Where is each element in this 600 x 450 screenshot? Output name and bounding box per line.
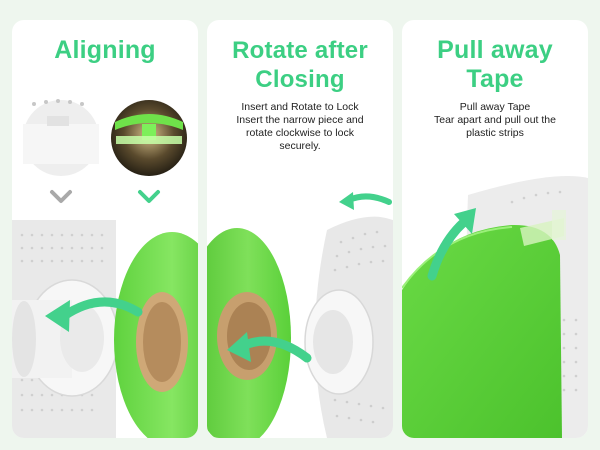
panel-description: Pull away Tape Tear apart and pull out t… (408, 101, 582, 140)
panel-title-line: Aligning (54, 36, 156, 64)
pull-tape-illustration (402, 176, 588, 438)
desc-line: Pull away Tape (459, 101, 531, 113)
panel-description: Insert and Rotate to Lock Insert the nar… (213, 101, 387, 153)
curved-arrow-icon (227, 332, 312, 363)
desc-line: Insert the narrow piece and (236, 114, 364, 126)
slot-closeup-image (111, 100, 187, 176)
filament-spool-image (207, 228, 291, 438)
panel-title-line: Tape (466, 65, 524, 93)
chevron-down-icon (50, 190, 72, 203)
desc-line: plastic strips (466, 127, 524, 139)
spool-flange-image (304, 216, 393, 438)
panel-title: Rotate after Closing (207, 36, 393, 94)
panel-title: Pull away Tape (402, 36, 588, 94)
chevron-down-icon (138, 190, 160, 203)
filament-spool-image (114, 232, 198, 438)
step-panel-aligning: Aligning (12, 20, 198, 438)
aligning-illustration (12, 99, 198, 438)
spool-flange-image (12, 220, 119, 438)
curved-arrow-icon (45, 297, 143, 332)
curved-arrow-icon (427, 208, 476, 281)
rotate-illustration (207, 192, 393, 438)
panel-title-line: Closing (255, 66, 345, 93)
desc-line: rotate clockwise to lock (246, 127, 354, 139)
panel-title-line: Rotate after (232, 37, 368, 64)
step-panel-pull-tape: Pull away Tape Pull away Tape Tear apart… (402, 20, 588, 438)
desc-line: securely. (279, 140, 321, 152)
desc-line: Insert and Rotate to Lock (241, 101, 359, 113)
panel-title: Aligning (12, 36, 198, 65)
hub-closeup-image (23, 99, 99, 176)
curved-arrow-icon (339, 192, 392, 210)
filament-spool-image (402, 210, 566, 438)
step-panel-rotate: Rotate after Closing Insert and Rotate t… (207, 20, 393, 438)
desc-line: Tear apart and pull out the (433, 114, 556, 126)
panel-title-line: Pull away (437, 36, 553, 64)
